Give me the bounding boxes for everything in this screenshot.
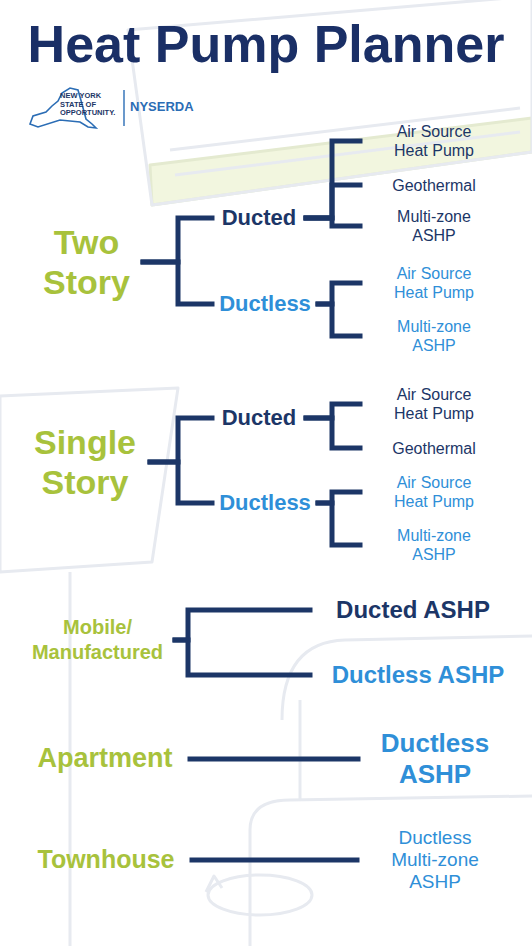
house-type: Apartment xyxy=(20,742,190,776)
heat-pump-option: Geothermal xyxy=(360,436,510,460)
option-text: Ducted xyxy=(212,205,306,231)
option-text: Mobile/ Manufactured xyxy=(20,615,175,665)
bracket-connector xyxy=(175,640,310,675)
option-text: Air Source Heat Pump xyxy=(384,385,484,423)
option-text: Apartment xyxy=(20,743,190,775)
option-text: Air Source Heat Pump xyxy=(384,122,484,160)
house-type: Single Story xyxy=(20,418,150,506)
heat-pump-option: Ductless Multi-zone ASHP xyxy=(357,826,513,894)
duct-option: Ducted xyxy=(212,403,306,433)
bracket-connector xyxy=(306,418,360,448)
option-text: Townhouse xyxy=(20,845,192,875)
heat-pump-option: Multi-zone ASHP xyxy=(360,317,510,355)
lamp-shade xyxy=(0,388,178,572)
bracket-connector xyxy=(190,757,358,762)
option-text: Single Story xyxy=(20,422,150,502)
heat-pump-option: Geothermal xyxy=(360,173,510,197)
cat-body xyxy=(208,875,312,915)
heat-pump-option: Ducted ASHP xyxy=(310,595,510,625)
heat-pump-option: Air Source Heat Pump xyxy=(360,385,510,423)
heat-pump-option: Multi-zone ASHP xyxy=(360,526,510,564)
page-title: Heat Pump Planner xyxy=(0,14,532,74)
heat-pump-option: Multi-zone ASHP xyxy=(360,207,510,245)
bracket-connector xyxy=(150,418,212,462)
option-text: Ductless xyxy=(212,490,318,516)
option-text: Air Source Heat Pump xyxy=(384,473,484,511)
couch-arm xyxy=(250,796,532,946)
couch-back xyxy=(282,636,532,720)
bracket-connector xyxy=(150,462,212,503)
bracket-connector xyxy=(143,218,212,262)
bracket-connector xyxy=(318,503,360,545)
bracket-connector xyxy=(306,141,360,218)
house-type: Townhouse xyxy=(20,843,192,877)
logo xyxy=(30,88,124,128)
cat-ear xyxy=(206,876,222,892)
heat-pump-option: Ductless ASHP xyxy=(310,660,522,690)
logo-wordmark: NYSERDA xyxy=(130,99,220,114)
option-text: Geothermal xyxy=(384,439,484,458)
option-text: Ductless ASHP xyxy=(358,728,512,790)
bracket-connector xyxy=(143,262,212,304)
duct-option: Ductless xyxy=(212,488,318,518)
option-text: Multi-zone ASHP xyxy=(384,207,484,245)
option-text: Multi-zone ASHP xyxy=(384,526,484,564)
heat-pump-option: Air Source Heat Pump xyxy=(360,264,510,302)
bracket-connector xyxy=(175,610,310,640)
house-type: Two Story xyxy=(30,218,143,306)
duct-option: Ducted xyxy=(212,203,306,233)
logo-text: NEW YORK STATE OF OPPORTUNITY. xyxy=(60,92,120,118)
option-text: Multi-zone ASHP xyxy=(384,317,484,355)
heat-pump-option: Air Source Heat Pump xyxy=(360,473,510,511)
option-text: Air Source Heat Pump xyxy=(384,264,484,302)
bracket-connector xyxy=(306,185,360,218)
bracket-connector xyxy=(318,283,360,304)
option-text: Ductless xyxy=(212,291,318,317)
duct-option: Ductless xyxy=(212,289,318,319)
heat-pump-option: Air Source Heat Pump xyxy=(360,122,510,160)
option-text: Ductless Multi-zone ASHP xyxy=(380,827,490,893)
bracket-connector xyxy=(192,858,357,863)
option-text: Ducted ASHP xyxy=(320,596,506,624)
heat-pump-option: Ductless ASHP xyxy=(358,728,512,790)
house-type: Mobile/ Manufactured xyxy=(20,614,175,666)
option-text: Geothermal xyxy=(384,176,484,195)
logo-divider xyxy=(123,90,124,126)
option-text: Ductless ASHP xyxy=(316,661,520,689)
bracket-connector xyxy=(318,304,360,336)
option-text: Ducted xyxy=(212,405,306,431)
couch-arm-line xyxy=(299,700,302,800)
bracket-connector xyxy=(306,218,360,226)
option-text: Two Story xyxy=(30,222,143,302)
